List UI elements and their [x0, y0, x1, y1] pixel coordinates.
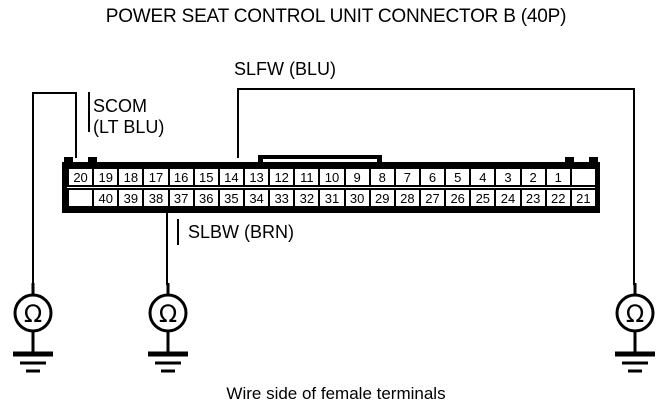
pin-37: 37: [167, 188, 195, 208]
connector-tab-left-1: [64, 157, 73, 165]
pin-6: 6: [418, 167, 447, 187]
ohmmeter-icon: Ω: [148, 283, 188, 373]
connector-latch-top: [258, 155, 382, 159]
pin-26: 26: [444, 188, 472, 208]
pin-24: 24: [494, 188, 522, 208]
pin-row-bottom-blank-cell: [67, 188, 95, 208]
pin-36: 36: [192, 188, 220, 208]
slbw-label-stem: [177, 219, 179, 245]
wire-label-slfw-text: SLFW (BLU): [234, 59, 337, 79]
pin-15: 15: [192, 167, 220, 187]
pin-3: 3: [494, 167, 522, 187]
ohmmeter-ground-slbw: Ω: [136, 283, 200, 378]
pin-31: 31: [318, 188, 346, 208]
ohmmeter-ground-slfw: Ω: [603, 283, 667, 378]
scom-leader-vertical-pin: [75, 92, 77, 158]
pin-21: 21: [569, 188, 597, 208]
pin-14: 14: [217, 167, 245, 187]
page-title: POWER SEAT CONTROL UNIT CONNECTOR B (40P…: [105, 6, 567, 27]
pin-20: 20: [67, 167, 95, 187]
pin-10: 10: [318, 167, 346, 187]
scom-leader-horizontal: [32, 92, 77, 94]
scom-leader-vertical-meter: [32, 92, 34, 285]
slbw-leader-vertical: [166, 208, 168, 285]
connector-tab-left-2: [88, 157, 97, 165]
connector-latch-left: [258, 155, 263, 166]
pin-11: 11: [293, 167, 321, 187]
pin-30: 30: [343, 188, 371, 208]
pin-27: 27: [418, 188, 447, 208]
connector-latch-right: [377, 155, 382, 166]
wire-label-scom: SCOM (LT BLU): [93, 96, 164, 138]
pin-25: 25: [469, 188, 497, 208]
pin-row-top-blank-cell: [569, 167, 597, 187]
slfw-leader-vertical-meter: [633, 88, 635, 285]
wire-label-slbw-text: SLBW (BRN): [188, 222, 295, 242]
slfw-leader-horizontal: [237, 88, 635, 90]
pin-22: 22: [544, 188, 572, 208]
wire-label-slfw: SLFW (BLU): [234, 59, 336, 80]
ohmmeter-icon: Ω: [13, 283, 53, 373]
pin-39: 39: [117, 188, 145, 208]
pin-40: 40: [92, 188, 120, 208]
scom-label-stem: [88, 92, 90, 132]
wire-label-slbw: SLBW (BRN): [188, 222, 294, 243]
pin-7: 7: [393, 167, 421, 187]
pin-34: 34: [242, 188, 271, 208]
ohmmeter-icon: Ω: [615, 283, 655, 373]
pin-8: 8: [368, 167, 396, 187]
connector-tab-right-2: [589, 157, 598, 165]
pin-18: 18: [117, 167, 145, 187]
pin-33: 33: [268, 188, 296, 208]
ohmmeter-ground-scom: Ω: [1, 283, 65, 378]
pin-12: 12: [268, 167, 296, 187]
wire-label-scom-color: (LT BLU): [93, 117, 165, 137]
pin-23: 23: [519, 188, 547, 208]
svg-text:Ω: Ω: [159, 300, 177, 328]
pin-13: 13: [242, 167, 271, 187]
pin-32: 32: [293, 188, 321, 208]
pin-9: 9: [343, 167, 371, 187]
pin-19: 19: [92, 167, 120, 187]
connector-latch: [258, 155, 382, 166]
wire-label-scom-name: SCOM: [93, 96, 147, 116]
svg-text:Ω: Ω: [24, 300, 42, 328]
pin-5: 5: [444, 167, 472, 187]
pin-28: 28: [393, 188, 421, 208]
pin-29: 29: [368, 188, 396, 208]
figure-caption: Wire side of female terminals: [226, 384, 446, 403]
pin-4: 4: [469, 167, 497, 187]
pin-16: 16: [167, 167, 195, 187]
connector-tab-right-1: [565, 157, 574, 165]
svg-text:Ω: Ω: [626, 300, 644, 328]
pin-17: 17: [142, 167, 170, 187]
pin-38: 38: [142, 188, 170, 208]
slfw-leader-vertical-pin: [237, 88, 239, 158]
pin-35: 35: [217, 188, 245, 208]
pin-2: 2: [519, 167, 547, 187]
pin-1: 1: [544, 167, 572, 187]
